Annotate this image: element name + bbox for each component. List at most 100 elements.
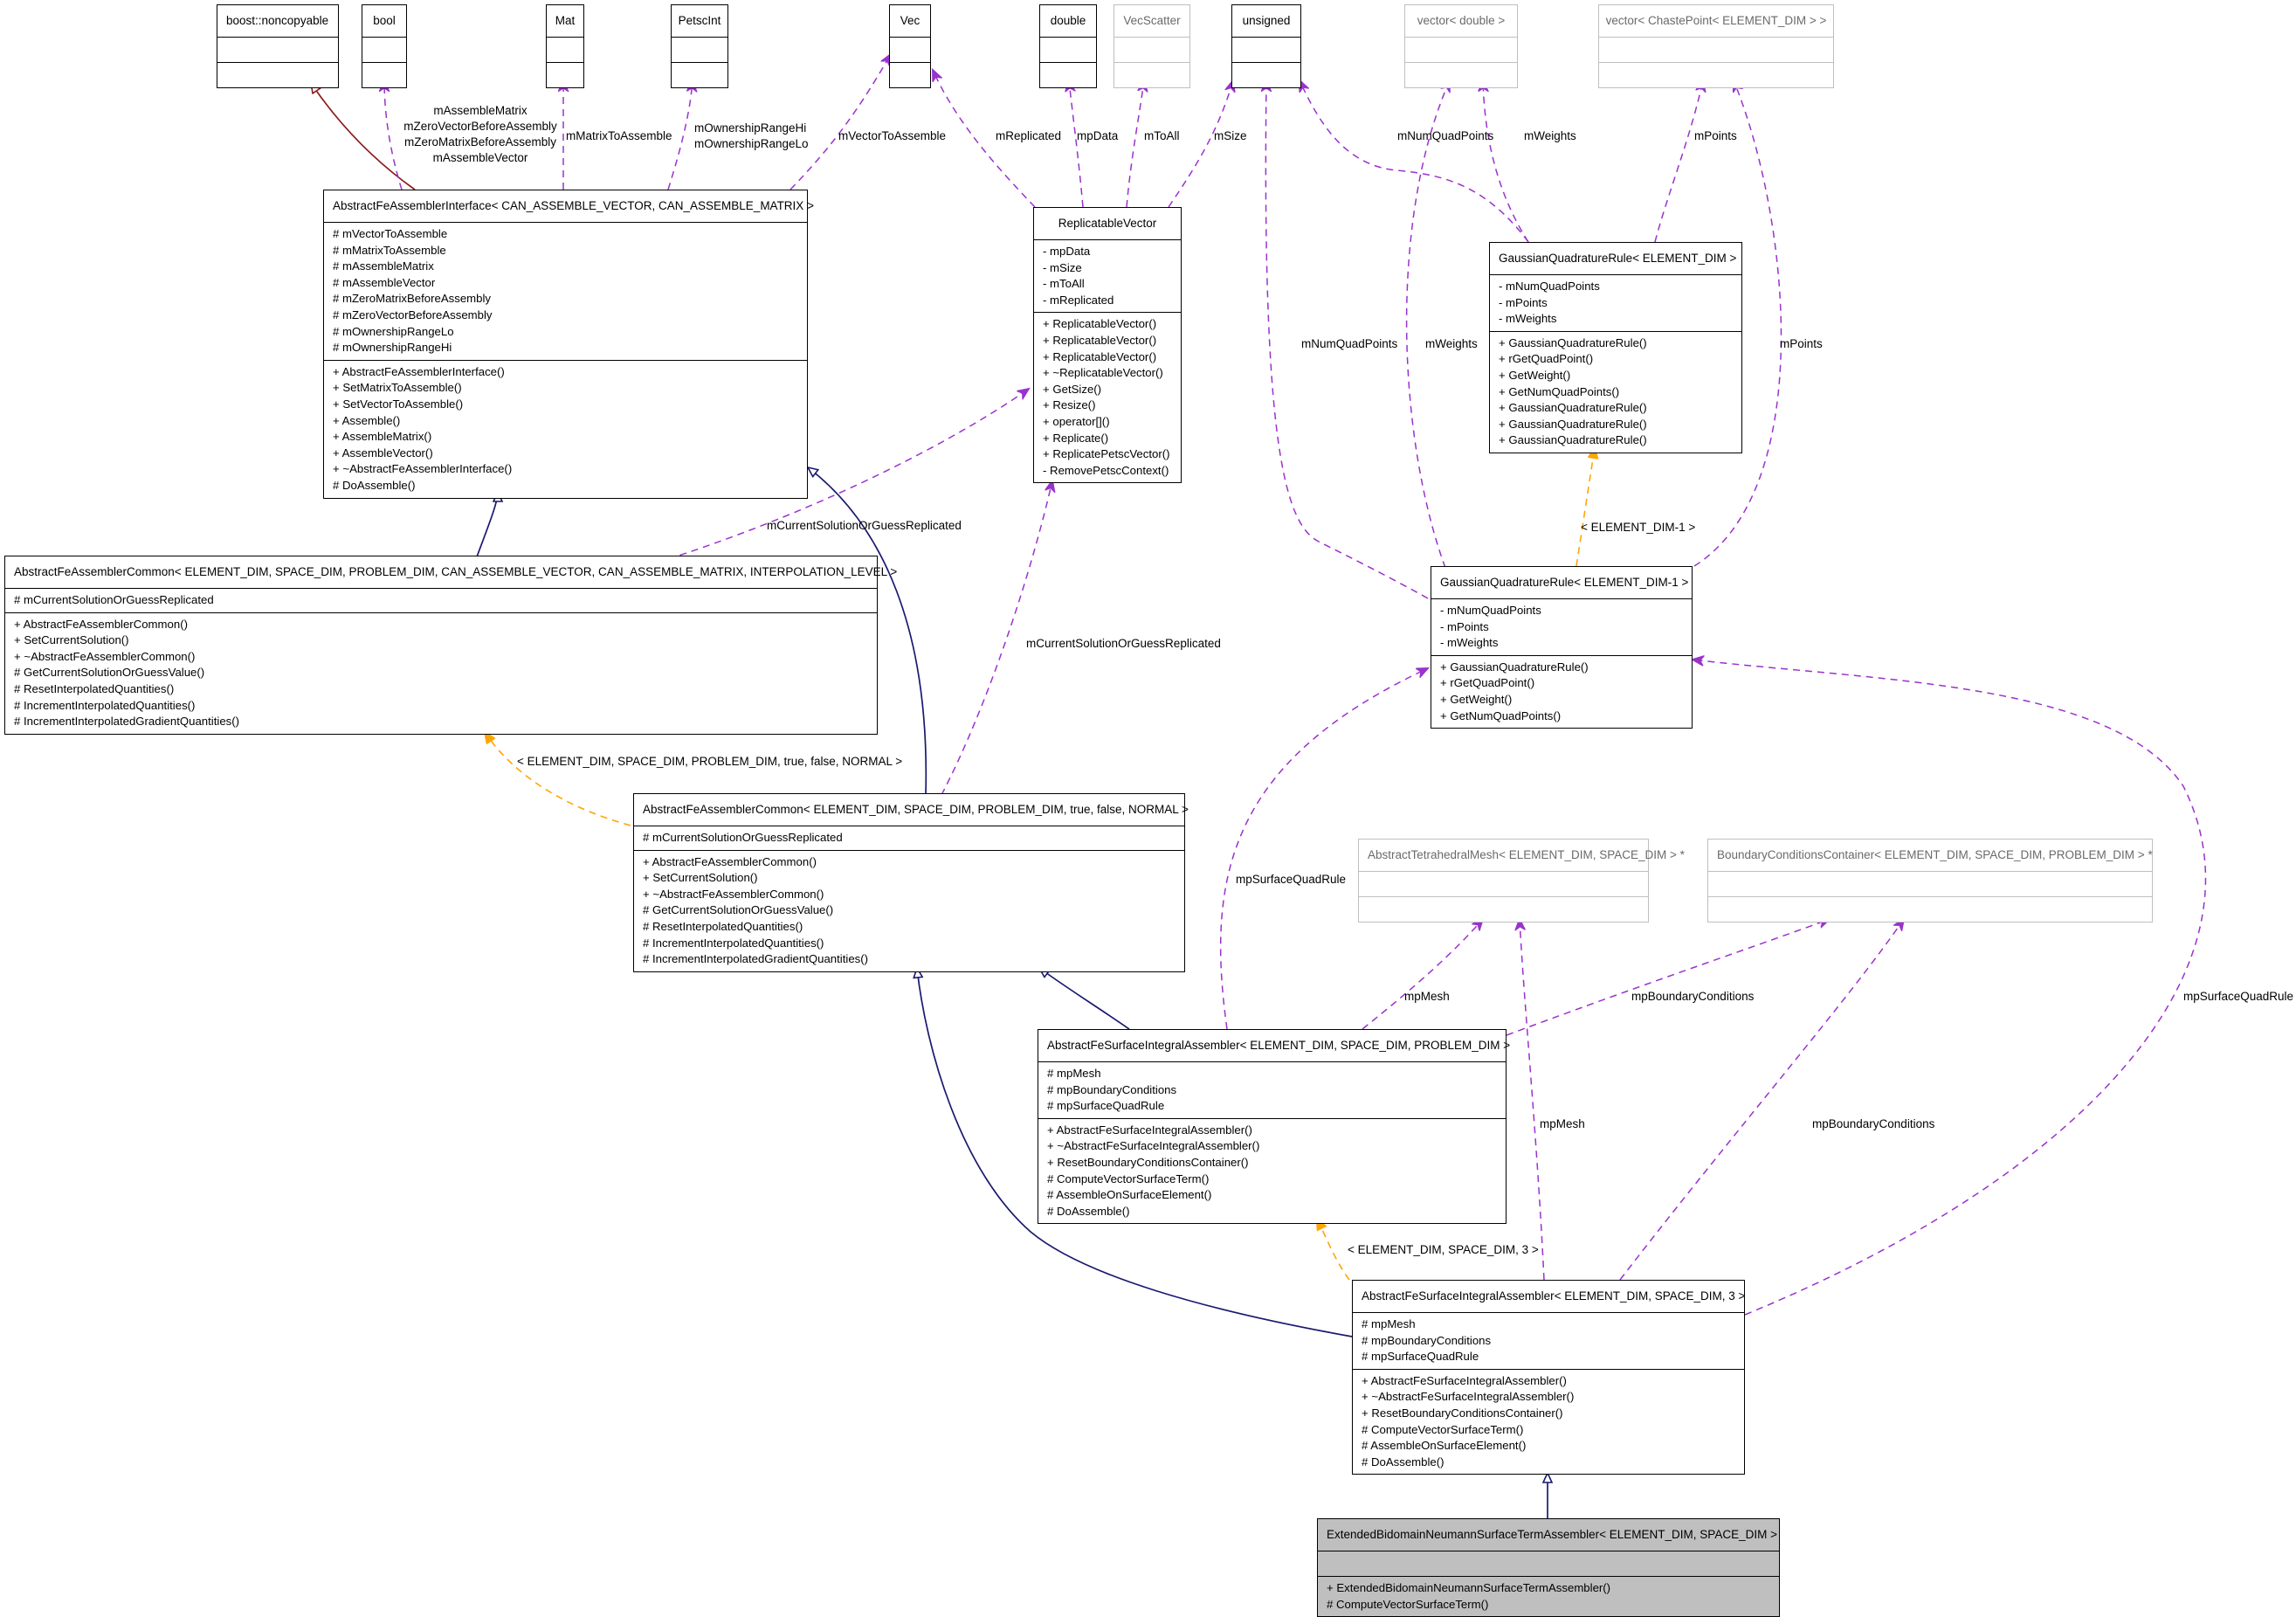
class-boost-noncopyable[interactable]: boost::noncopyable <box>217 4 339 88</box>
edge-label-weights-mid: mWeights <box>1425 337 1478 350</box>
class-title: Vec <box>900 14 920 27</box>
class-title: boost::noncopyable <box>226 14 329 27</box>
edge-replicatable-uses-vec <box>933 70 1036 208</box>
class-methods <box>672 62 727 87</box>
method: + GetWeight() <box>1499 368 1571 382</box>
class-methods <box>217 62 338 87</box>
method: + ResetBoundaryConditionsContainer() <box>1047 1155 1249 1169</box>
edge-surf3-to-common-spec <box>917 968 1353 1337</box>
class-vec[interactable]: Vec <box>889 4 931 88</box>
edge-replicatable-uses-double <box>1069 80 1084 208</box>
class-methods <box>1114 62 1189 87</box>
class-petscint[interactable]: PetscInt <box>671 4 728 88</box>
class-attributes <box>1708 871 2152 896</box>
attribute: # mAssembleMatrix <box>333 259 434 273</box>
method: + GetNumQuadPoints() <box>1499 384 1620 398</box>
method: # ComputeVectorSurfaceTerm() <box>1362 1422 1524 1436</box>
class-mat[interactable]: Mat <box>546 4 584 88</box>
class-attributes: - mpData - mSize - mToAll - mReplicated <box>1034 239 1181 312</box>
method: # ComputeVectorSurfaceTerm() <box>1047 1171 1210 1185</box>
class-title: vector< ChastePoint< ELEMENT_DIM > > <box>1605 14 1827 27</box>
class-double[interactable]: double <box>1039 4 1097 88</box>
class-title: unsigned <box>1242 14 1291 27</box>
class-bool[interactable]: bool <box>362 4 407 88</box>
class-abstract-tetrahedral-mesh[interactable]: AbstractTetrahedralMesh< ELEMENT_DIM, SP… <box>1358 839 1685 923</box>
edge-gqr1-template-of-gqr <box>1575 447 1595 567</box>
class-title: PetscInt <box>678 14 721 27</box>
attribute: - mPoints <box>1499 295 1548 309</box>
class-title: AbstractFeAssemblerInterface< CAN_ASSEMB… <box>333 199 814 212</box>
method: # ResetInterpolatedQuantities() <box>643 919 803 933</box>
class-methods <box>547 62 583 87</box>
attribute: - mWeights <box>1440 636 1499 650</box>
edge-common-spec-uses-replicatable <box>941 480 1052 796</box>
attribute: # mpSurfaceQuadRule <box>1362 1350 1479 1364</box>
usage-edges <box>384 54 2207 1316</box>
edge-interface-uses-bool <box>384 80 403 190</box>
class-vecscatter[interactable]: VecScatter <box>1114 4 1190 88</box>
edge-label-points-mid: mPoints <box>1780 337 1823 350</box>
class-vector-double[interactable]: vector< double > <box>1404 4 1518 88</box>
class-methods: + AbstractFeSurfaceIntegralAssembler() +… <box>1038 1117 1506 1224</box>
method: + GetNumQuadPoints() <box>1440 708 1562 722</box>
class-attributes: # mCurrentSolutionOrGuessReplicated <box>634 826 1184 850</box>
class-abstract-fe-surface-integral-assembler-3[interactable]: AbstractFeSurfaceIntegralAssembler< ELEM… <box>1352 1280 1745 1475</box>
attribute: # mOwnershipRangeHi <box>333 341 452 355</box>
class-title: ExtendedBidomainNeumannSurfaceTermAssemb… <box>1327 1528 1777 1541</box>
edge-surfgen-uses-tet-mesh <box>1362 919 1483 1030</box>
class-title: ReplicatableVector <box>1058 217 1157 230</box>
class-gaussian-quadrature-rule-dim-minus-1[interactable]: GaussianQuadratureRule< ELEMENT_DIM-1 > … <box>1431 566 1693 729</box>
class-abstract-fe-surface-integral-assembler-generic[interactable]: AbstractFeSurfaceIntegralAssembler< ELEM… <box>1038 1029 1511 1225</box>
attribute: # mMatrixToAssemble <box>333 243 446 257</box>
class-title: Mat <box>555 14 576 27</box>
edge-gqr1-uses-unsigned <box>1265 80 1429 599</box>
attribute: # mVectorToAssemble <box>333 227 448 240</box>
class-extended-bidomain-neumann-surface-term-assembler[interactable]: ExtendedBidomainNeumannSurfaceTermAssemb… <box>1317 1518 1780 1617</box>
class-attributes: - mNumQuadPoints - mPoints - mWeights <box>1490 274 1741 331</box>
class-attributes <box>672 37 727 62</box>
class-methods: + ReplicatableVector() + ReplicatableVec… <box>1034 312 1181 482</box>
attribute: # mpBoundaryConditions <box>1362 1333 1492 1347</box>
class-vector-chastepoint[interactable]: vector< ChastePoint< ELEMENT_DIM > > <box>1598 4 1834 88</box>
edge-interface-uses-vec <box>789 54 891 190</box>
class-title: AbstractFeSurfaceIntegralAssembler< ELEM… <box>1362 1289 1746 1303</box>
edge-label-matrix-to-assemble: mMatrixToAssemble <box>566 129 672 142</box>
edge-surf3-uses-tet-mesh <box>1520 919 1545 1281</box>
method: + rGetQuadPoint() <box>1440 676 1535 690</box>
class-abstract-fe-assembler-interface[interactable]: AbstractFeAssemblerInterface< CAN_ASSEMB… <box>323 190 814 499</box>
attribute: - mpData <box>1043 245 1091 258</box>
edge-replicatable-uses-unsigned <box>1168 80 1233 208</box>
class-attributes <box>1318 1551 1779 1576</box>
edge-label-boundary-2: mpBoundaryConditions <box>1812 1117 1935 1130</box>
edge-label-current-solution-2: mCurrentSolutionOrGuessReplicated <box>1026 637 1221 650</box>
class-abstract-fe-assembler-common-specialised[interactable]: AbstractFeAssemblerCommon< ELEMENT_DIM, … <box>633 793 1189 972</box>
method: + GaussianQuadratureRule() <box>1499 417 1647 431</box>
class-title: AbstractFeSurfaceIntegralAssembler< ELEM… <box>1047 1039 1511 1052</box>
edge-gqr-uses-unsigned <box>1300 80 1529 243</box>
method: + ~AbstractFeAssemblerCommon() <box>643 887 824 901</box>
method: + AbstractFeSurfaceIntegralAssembler() <box>1362 1373 1567 1387</box>
class-attributes <box>890 37 930 62</box>
class-boundary-conditions-container[interactable]: BoundaryConditionsContainer< ELEMENT_DIM… <box>1707 839 2153 923</box>
method: + GetWeight() <box>1440 692 1513 706</box>
class-methods: + AbstractFeSurfaceIntegralAssembler() +… <box>1353 1368 1744 1475</box>
method: # DoAssemble() <box>333 478 416 492</box>
attribute: # mCurrentSolutionOrGuessReplicated <box>643 831 843 844</box>
class-title: AbstractTetrahedralMesh< ELEMENT_DIM, SP… <box>1368 848 1685 861</box>
attribute: - mToAll <box>1043 277 1085 291</box>
method: + Assemble() <box>333 413 401 427</box>
attribute: # mZeroMatrixBeforeAssembly <box>333 292 492 306</box>
class-unsigned[interactable]: unsigned <box>1231 4 1301 88</box>
edge-label-template-args-common: < ELEMENT_DIM, SPACE_DIM, PROBLEM_DIM, t… <box>517 755 903 768</box>
edge-gqr-uses-vector-double <box>1483 80 1529 243</box>
class-attributes: - mNumQuadPoints - mPoints - mWeights <box>1431 598 1692 655</box>
edge-label-msize: mSize <box>1214 129 1247 142</box>
method: # AssembleOnSurfaceElement() <box>1047 1188 1212 1202</box>
class-gaussian-quadrature-rule[interactable]: GaussianQuadratureRule< ELEMENT_DIM > - … <box>1489 242 1742 453</box>
class-replicatable-vector[interactable]: ReplicatableVector - mpData - mSize - mT… <box>1033 207 1182 484</box>
edge-surfgen-to-common-spec <box>1039 968 1130 1030</box>
class-methods <box>1040 62 1096 87</box>
attribute: # mCurrentSolutionOrGuessReplicated <box>14 593 214 606</box>
class-methods: + GaussianQuadratureRule() + rGetQuadPoi… <box>1431 654 1692 728</box>
class-abstract-fe-assembler-common-generic[interactable]: AbstractFeAssemblerCommon< ELEMENT_DIM, … <box>4 556 897 735</box>
